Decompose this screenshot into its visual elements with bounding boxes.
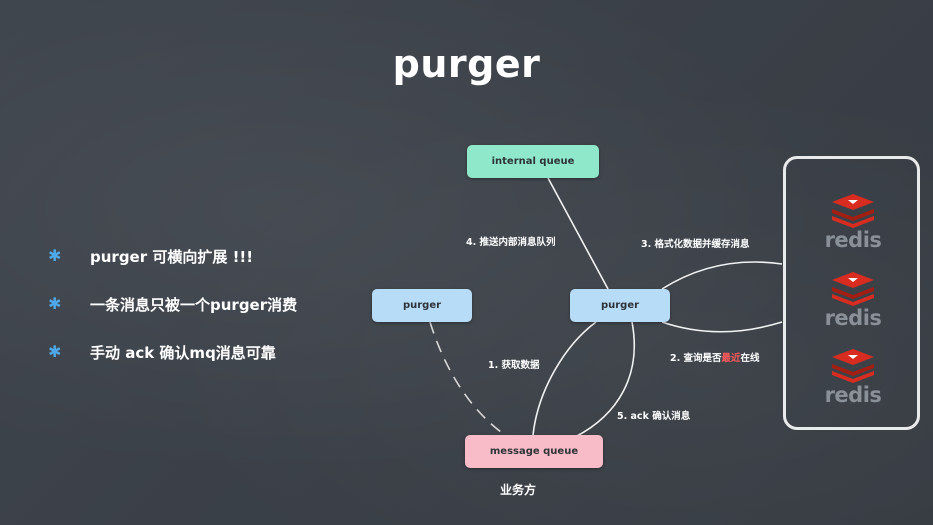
edge-purger-to-redis-cache: [661, 261, 783, 290]
slide-title: purger: [392, 42, 541, 86]
edge-label-step2: 2. 查询是否最近在线: [670, 350, 760, 364]
asterisk-icon: ✱: [48, 294, 62, 313]
asterisk-icon: ✱: [48, 342, 62, 361]
edge-label-step2-pre: 2. 查询是否: [670, 353, 722, 364]
edge-label-step3: 3. 格式化数据并缓存消息: [641, 239, 750, 250]
bullet-text: purger 可横向扩展 !!!: [90, 248, 254, 266]
edge-label-step1: 1. 获取数据: [488, 360, 540, 371]
edge-purger-to-mq-ack: [574, 321, 636, 438]
redis-label: redis: [824, 228, 882, 252]
edge-mq-to-purger-fetch: [532, 321, 597, 436]
bullet-item: ✱ 手动 ack 确认mq消息可靠: [48, 342, 297, 390]
bullet-item: ✱ 一条消息只被一个purger消费: [48, 294, 297, 342]
redis-logo-icon: [832, 194, 874, 228]
asterisk-icon: ✱: [48, 246, 62, 265]
bullet-item: ✱ purger 可横向扩展 !!!: [48, 246, 297, 294]
edge-purger-to-internal-queue: [547, 177, 609, 290]
internal-queue-node: internal queue: [467, 145, 599, 178]
edge-label-step2-post: 在线: [740, 353, 760, 364]
edge-purger-left-to-mq: [429, 321, 506, 436]
bullet-list: ✱ purger 可横向扩展 !!! ✱ 一条消息只被一个purger消费 ✱ …: [48, 246, 297, 390]
edge-label-step2-highlight: 最近: [721, 353, 741, 364]
redis-instance: redis: [818, 270, 888, 330]
bullet-text: 一条消息只被一个purger消费: [90, 296, 298, 314]
message-queue-node: message queue: [465, 435, 603, 468]
redis-label: redis: [824, 383, 882, 407]
business-side-label: 业务方: [500, 483, 537, 497]
purger-center-node: purger: [570, 289, 670, 322]
edge-label-step5: 5. ack 确认消息: [617, 411, 691, 422]
redis-logo-icon: [832, 349, 874, 383]
edge-label-step4: 4. 推送内部消息队列: [466, 237, 556, 248]
redis-instance: redis: [818, 192, 888, 252]
redis-cluster-box: redis redis redis: [783, 156, 920, 430]
redis-label: redis: [824, 306, 882, 330]
edge-purger-to-redis-query: [661, 321, 783, 333]
purger-left-node: purger: [372, 289, 472, 322]
redis-logo-icon: [832, 272, 874, 306]
bullet-text: 手动 ack 确认mq消息可靠: [90, 344, 276, 362]
redis-instance: redis: [818, 347, 888, 407]
